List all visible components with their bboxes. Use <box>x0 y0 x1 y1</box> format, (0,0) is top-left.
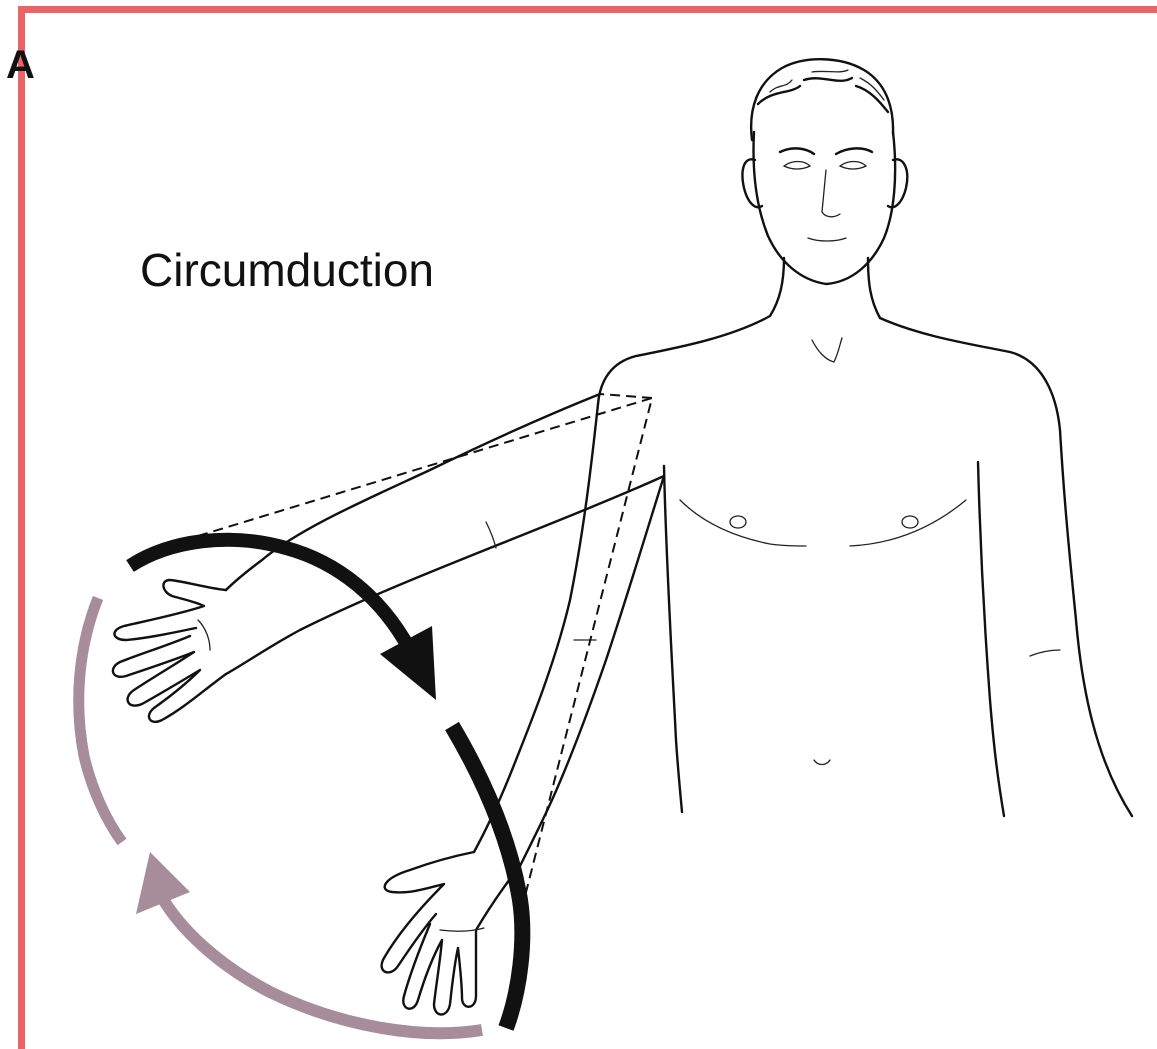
frame-top-border <box>20 6 1157 13</box>
figure-label: Circumduction <box>140 244 434 296</box>
frame-left-border <box>18 6 25 1049</box>
panel-letter: A <box>6 43 35 87</box>
